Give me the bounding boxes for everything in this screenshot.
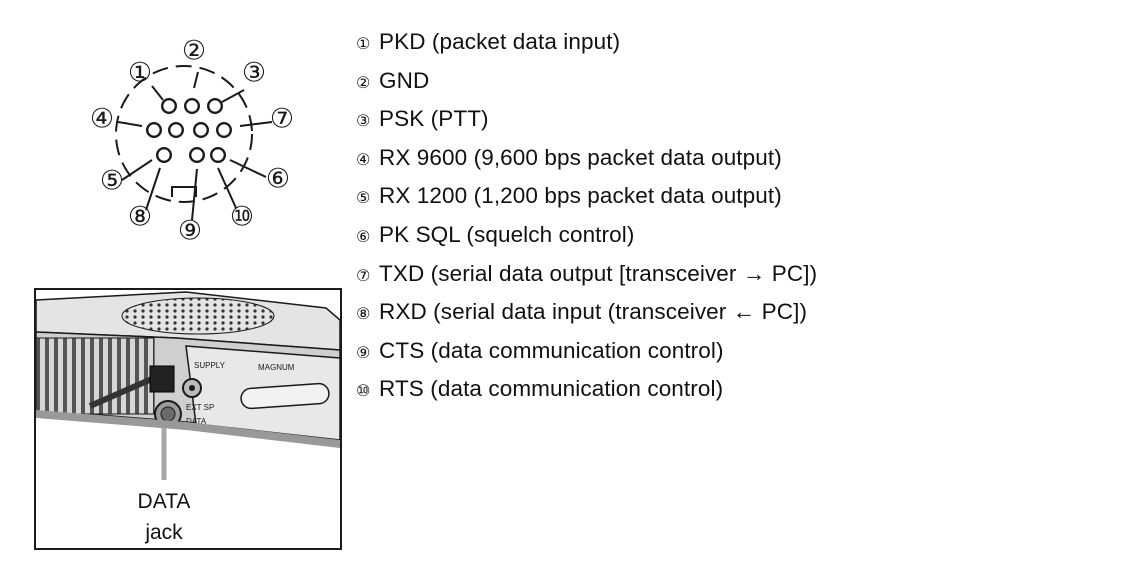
pin-item-number: ① (356, 34, 371, 53)
transceiver-rear-photo: SUPPLY EXT SP DATA MAGNUM DATA jack (34, 288, 342, 550)
pin-item-label: PSK (PTT) (379, 106, 489, 132)
pin-item-number: ③ (356, 111, 371, 131)
pin-item-label: RX 1200 (1,200 bps packet data output) (379, 183, 782, 209)
pin-number-8: ⑧ (128, 202, 152, 233)
ext-sp-jack-center (189, 385, 195, 391)
pin-item-label: PKD (packet data input) (379, 29, 621, 54)
pin-item-label: TXD (serial data output [transceiver → P… (379, 260, 818, 286)
data-jack-inner (160, 406, 176, 422)
pin-item-number: ⑧ (356, 304, 371, 324)
pin-item-number: ⑩ (356, 381, 371, 401)
pin-number-7: ⑦ (270, 104, 294, 135)
caption-line-1: DATA (137, 490, 191, 513)
leader-lines (117, 71, 273, 221)
connector-shell (115, 65, 253, 203)
rear-panel-illustration: SUPPLY EXT SP DATA MAGNUM (36, 291, 340, 480)
pin-item-8: ⑧ RXD (serial data input (transceiver ← P… (356, 294, 817, 333)
pin-item-number: ⑥ (356, 226, 371, 246)
pin-item-number: ⑦ (356, 265, 371, 285)
pin-6 (209, 146, 226, 163)
pin-item-number: ② (356, 72, 371, 92)
pin-number-4: ④ (90, 104, 114, 135)
caption-line-2: jack (145, 521, 183, 544)
pin-number-1: ① (128, 58, 152, 89)
pin-7b (192, 121, 209, 138)
pin-item-label: RTS (data communication control) (379, 376, 724, 402)
pin-number-9: ⑨ (178, 216, 202, 247)
pin-item-label: CTS (data communication control) (379, 337, 724, 363)
pin-4 (145, 121, 162, 138)
pin-description-list: ① PKD (packet data input) ② GND ③ PSK (PTT)… (356, 24, 817, 410)
pin-number-5: ⑤ (100, 166, 124, 197)
pin-item-label: GND (379, 67, 430, 93)
side-slot (240, 382, 330, 410)
pin-item-2: ② GND (356, 63, 817, 102)
pin-item-10: ⑩ RTS (data communication control) (356, 371, 817, 410)
pin-2 (183, 97, 200, 114)
panel-label-supply: SUPPLY (194, 361, 226, 370)
power-cable (88, 375, 156, 409)
pin-item-number: ⑨ (356, 342, 371, 362)
data-jack-caption: DATA jack (36, 486, 292, 548)
pin-item-1: ① PKD (packet data input) (356, 24, 817, 63)
pin-item-9: ⑨ CTS (data communication control) (356, 333, 817, 372)
pin-item-3: ③ PSK (PTT) (356, 101, 817, 140)
pin-item-label: RXD (serial data input (transceiver ← PC… (379, 299, 808, 325)
pin-item-6: ⑥ PK SQL (squelch control) (356, 217, 817, 256)
pin-number-6: ⑥ (266, 164, 290, 195)
pin-9 (188, 146, 205, 163)
chassis-bottom-edge (36, 410, 340, 448)
connector-pin-diagram: ① ② ③ ④ ⑤ ⑥ ⑦ ⑧ ⑨ ⑩ (90, 36, 294, 247)
pin-number-2: ② (182, 36, 206, 67)
pin-item-label: RX 9600 (9,600 bps packet data output) (379, 144, 782, 170)
speaker-grille (121, 297, 275, 335)
connector-key (171, 186, 197, 197)
pin-item-5: ⑤ RX 1200 (1,200 bps packet data output) (356, 178, 817, 217)
pin-number-3: ③ (242, 58, 266, 89)
pin-number-10: ⑩ (230, 202, 254, 233)
pin-item-label: PK SQL (squelch control) (379, 221, 635, 247)
side-label: MAGNUM (258, 363, 295, 372)
pin-item-number: ④ (356, 149, 371, 169)
panel-label-data: DATA (186, 417, 207, 426)
power-plug (149, 365, 175, 393)
pin-3 (206, 97, 223, 114)
pin-7 (215, 121, 232, 138)
pin-1 (160, 97, 177, 114)
panel-label-ext-sp: EXT SP (186, 403, 214, 412)
pin-5 (155, 146, 172, 163)
pin-item-number: ⑤ (356, 188, 371, 208)
pin-4b (167, 121, 184, 138)
pin-item-7: ⑦ TXD (serial data output [transceiver → … (356, 256, 817, 295)
pin-item-4: ④ RX 9600 (9,600 bps packet data output) (356, 140, 817, 179)
